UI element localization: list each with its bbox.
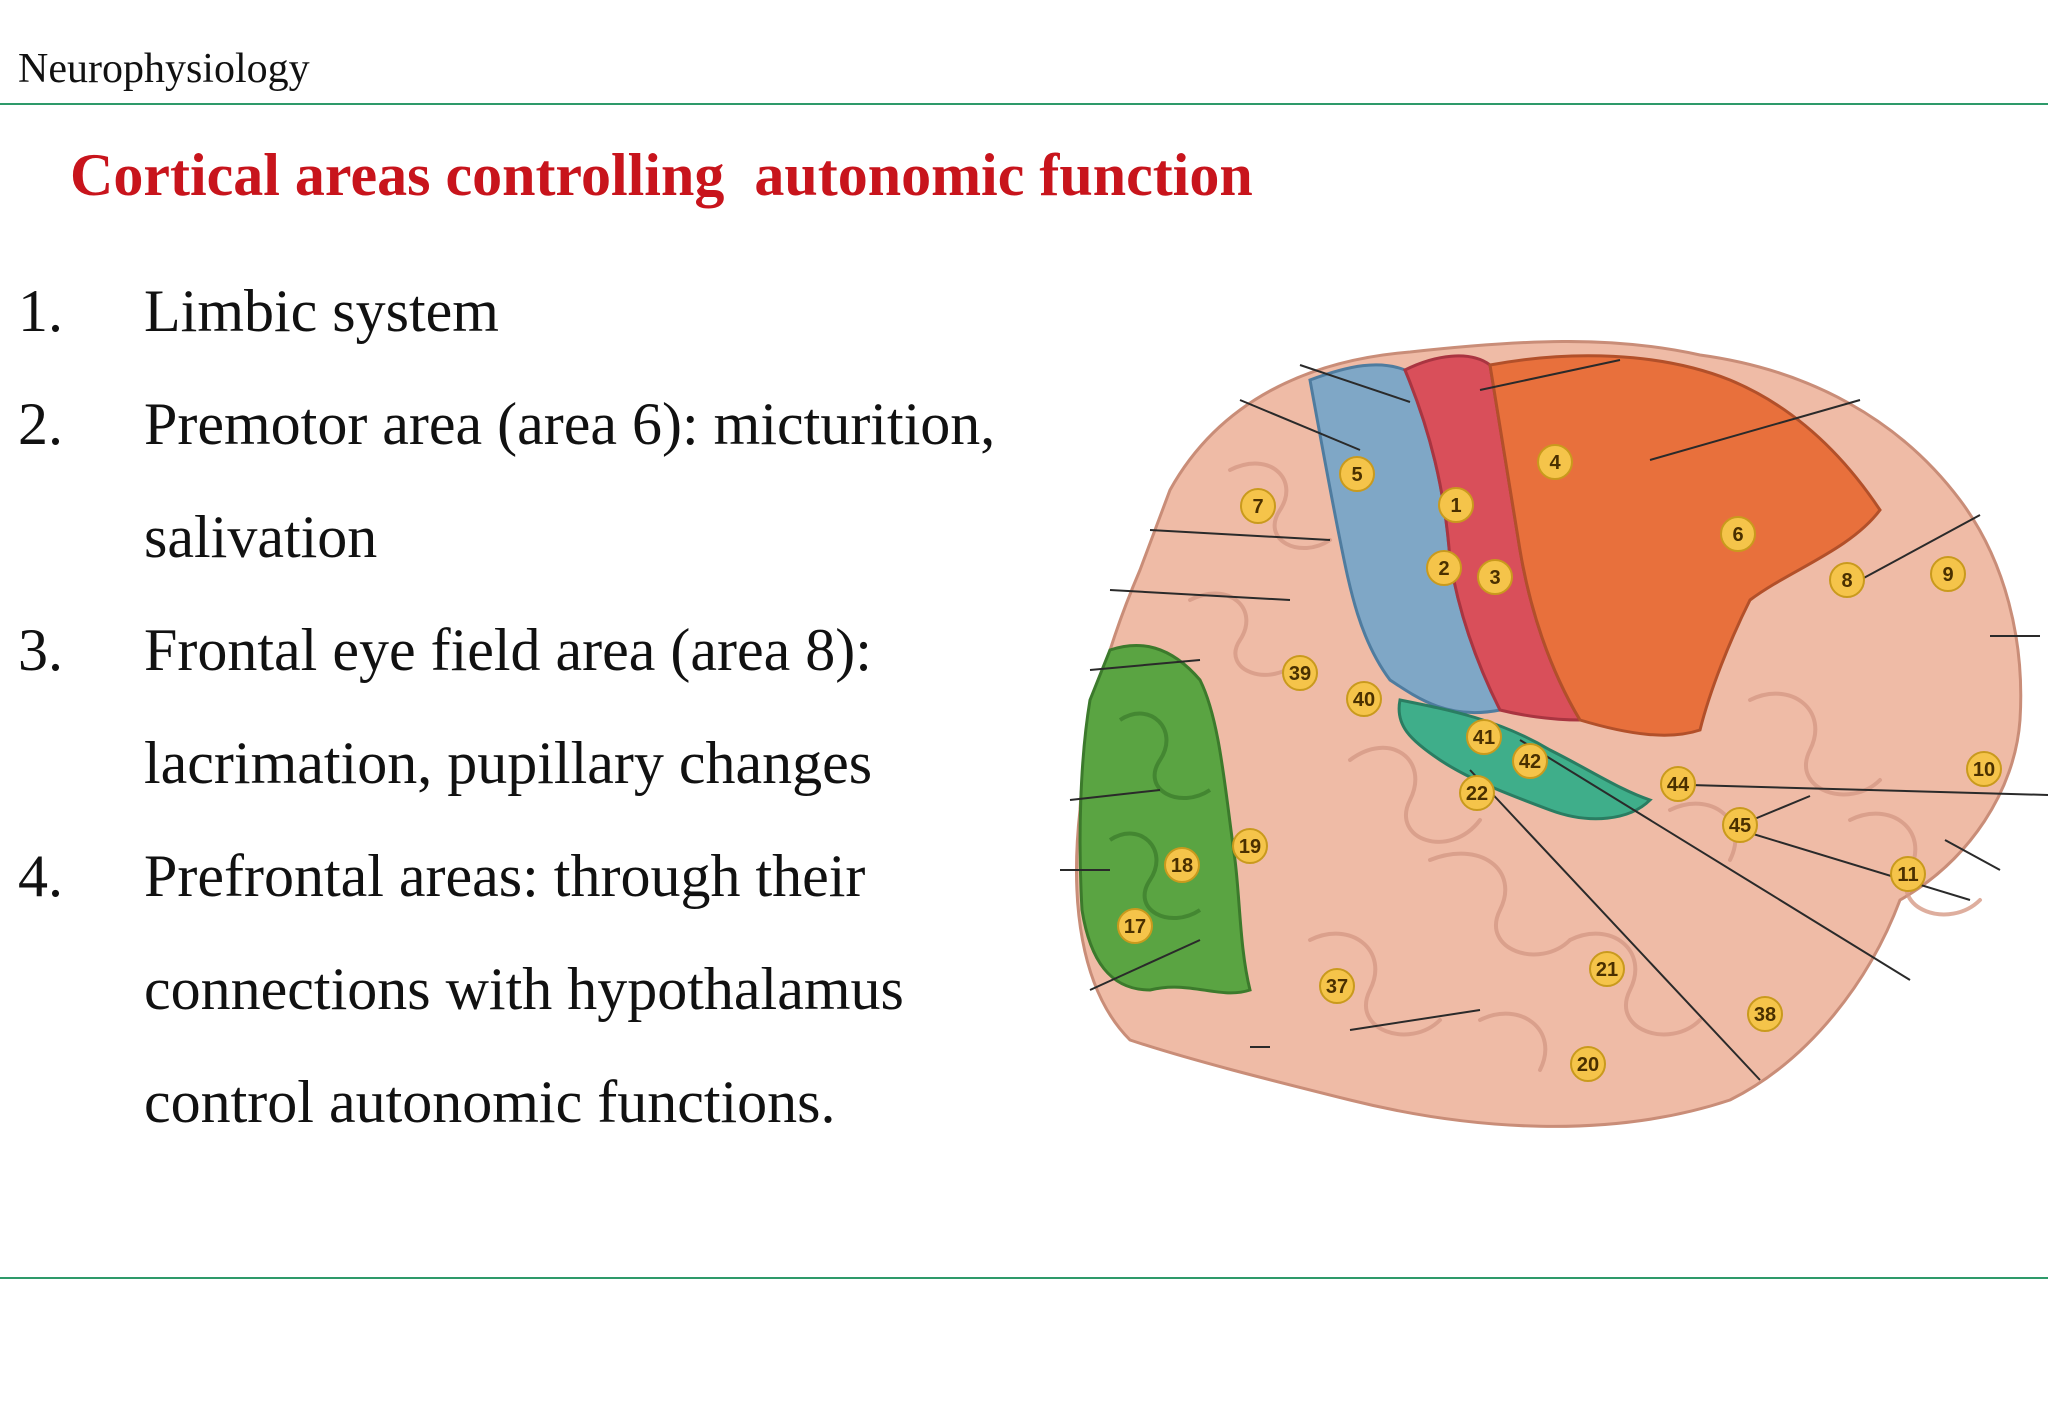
area-label: 39 [1289,663,1311,685]
list-item: 2. Premotor area (area 6): micturition, … [0,368,1060,594]
occipital-region [1078,643,1252,995]
list-item-text: lacrimation, pupillary changes [144,730,873,796]
area-label: 21 [1596,959,1618,981]
area-label: 22 [1466,783,1488,805]
area-label: 4 [1549,452,1561,474]
area-label: 1 [1450,495,1461,517]
numbered-list: 1. Limbic system 2. Premotor area (area … [0,255,1060,1159]
brodmann-brain-figure: 5 7 1 4 6 2 3 8 9 39 40 41 42 2 [1050,340,2048,1130]
area-label: 10 [1973,759,1995,781]
list-item: 4. Prefrontal areas: through their conne… [0,820,1060,1159]
list-item-text: control autonomic functions. [144,1069,836,1135]
area-label: 7 [1252,496,1263,518]
list-item: 3. Frontal eye field area (area 8): lacr… [0,594,1060,820]
list-item-text: Limbic system [144,278,499,344]
occipital-texture [1108,711,1212,921]
list-item-number: 3. [18,617,63,683]
list-item-text: salivation [144,504,378,570]
list-item-number: 1. [18,278,63,344]
gyri-texture [1188,461,1982,1072]
slide-title: Cortical areas controlling autonomic fun… [70,142,1253,208]
bottom-divider [0,1277,2048,1279]
list-item-text: connections with hypothalamus [144,956,904,1022]
area-label: 18 [1171,855,1193,877]
list-item-text: Frontal eye field area (area 8): [144,617,872,683]
area-label: 8 [1841,570,1852,592]
area-label: 40 [1353,689,1375,711]
list-item-number: 4. [18,843,63,909]
area-label: 3 [1489,567,1500,589]
area-label: 38 [1754,1004,1776,1026]
area-label: 45 [1729,815,1751,837]
area-label: 44 [1667,774,1690,796]
brain-illustration: 5 7 1 4 6 2 3 8 9 39 40 41 42 2 [1060,340,2048,1128]
area-label: 9 [1942,564,1953,586]
area-label: 20 [1577,1054,1599,1076]
area-label: 42 [1519,751,1541,773]
area-label: 19 [1239,836,1261,858]
area-label: 11 [1897,864,1918,886]
premotor-region [1488,354,1882,737]
top-divider [0,103,2048,105]
area-label: 6 [1732,524,1743,546]
list-item-number: 2. [18,391,63,457]
area-badges: 5 7 1 4 6 2 3 8 9 39 40 41 42 2 [1117,444,2002,1082]
list-item-text: Premotor area (area 6): micturition, [144,391,996,457]
list-item-text: Prefrontal areas: through their [144,843,866,909]
area-label: 2 [1438,558,1449,580]
list-item: 1. Limbic system [0,255,1060,368]
area-label: 41 [1473,727,1495,749]
course-label: Neurophysiology [18,46,310,92]
area-label: 5 [1351,464,1362,486]
area-label: 17 [1124,916,1146,938]
area-label: 37 [1326,976,1348,998]
